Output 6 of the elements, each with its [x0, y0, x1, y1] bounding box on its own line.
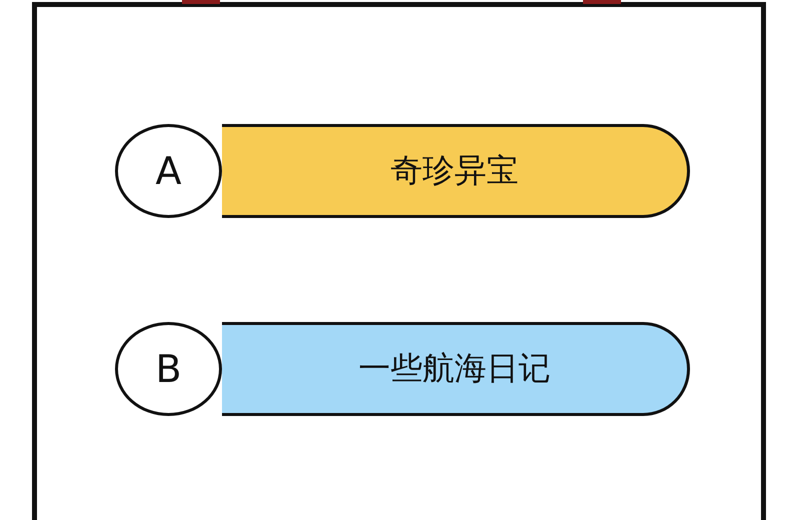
- option-letter: A: [115, 124, 222, 218]
- option-text: 奇珍异宝: [390, 150, 518, 191]
- answer-option-bar: [222, 322, 690, 416]
- answer-option-bar: [222, 124, 690, 218]
- option-letter: B: [115, 322, 222, 416]
- option-text: 一些航海日记: [358, 348, 550, 389]
